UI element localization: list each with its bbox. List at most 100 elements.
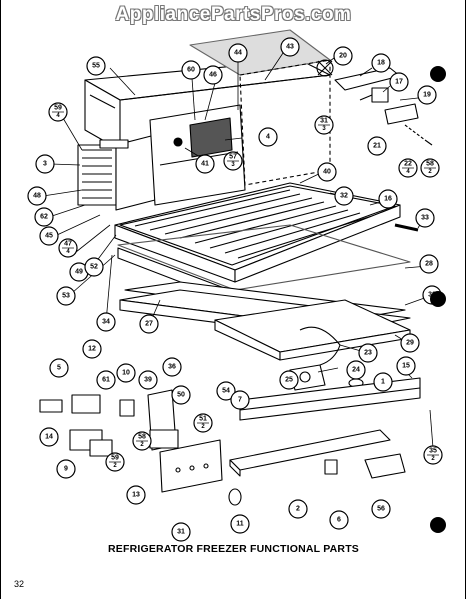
svg-text:34: 34	[102, 319, 110, 326]
svg-text:15: 15	[402, 363, 410, 370]
svg-text:31: 31	[320, 118, 328, 125]
svg-text:49: 49	[75, 269, 83, 276]
callout-61: 61	[96, 370, 116, 390]
callout-31: 31	[171, 522, 191, 542]
callout-27: 27	[139, 314, 159, 334]
callout-51-2: 512	[193, 413, 213, 433]
svg-text:62: 62	[40, 214, 48, 221]
callout-59-4: 594	[48, 102, 68, 122]
binder-hole-middle	[430, 291, 446, 307]
svg-text:1: 1	[381, 379, 385, 386]
svg-text:29: 29	[406, 340, 414, 347]
callout-17: 17	[389, 72, 409, 92]
svg-text:3: 3	[322, 126, 326, 132]
binder-hole-top	[430, 66, 446, 82]
svg-text:58: 58	[426, 161, 434, 168]
bottom-channel	[229, 429, 391, 477]
callout-12: 12	[82, 339, 102, 359]
freezer-grille	[114, 182, 401, 283]
binder-hole-bottom	[430, 517, 446, 533]
svg-text:46: 46	[209, 72, 217, 79]
svg-text:53: 53	[62, 293, 70, 300]
callout-3: 3	[35, 154, 55, 174]
callout-19: 19	[417, 85, 437, 105]
svg-text:3: 3	[231, 162, 235, 168]
svg-text:59: 59	[54, 105, 62, 112]
svg-text:25: 25	[285, 377, 293, 384]
bracket-56	[364, 453, 406, 479]
svg-text:19: 19	[423, 92, 431, 99]
svg-text:5: 5	[57, 365, 61, 372]
callout-5: 5	[49, 358, 69, 378]
svg-text:32: 32	[340, 193, 348, 200]
svg-text:28: 28	[425, 261, 433, 268]
callout-44: 44	[228, 43, 248, 63]
callout-14: 14	[39, 427, 59, 447]
callout-50: 50	[171, 385, 191, 405]
callout-9: 9	[56, 459, 76, 479]
svg-text:33: 33	[421, 215, 429, 222]
callout-23: 23	[358, 343, 378, 363]
callout-56: 56	[371, 499, 391, 519]
svg-text:9: 9	[64, 466, 68, 473]
svg-text:56: 56	[377, 506, 385, 513]
callout-35-2: 352	[423, 445, 443, 465]
page-number: 32	[14, 579, 25, 589]
callout-6: 6	[329, 510, 349, 530]
callout-58-2-bottom: 582	[132, 431, 152, 451]
callout-13: 13	[126, 485, 146, 505]
svg-text:4: 4	[56, 113, 60, 119]
svg-text:27: 27	[145, 321, 153, 328]
svg-text:59: 59	[111, 455, 119, 462]
callout-4: 4	[258, 127, 278, 147]
callout-18: 18	[371, 53, 391, 73]
callout-33: 33	[415, 208, 435, 228]
callout-25: 25	[279, 370, 299, 390]
svg-text:4: 4	[66, 249, 70, 255]
callout-62: 62	[34, 207, 54, 227]
watermark: AppliancePartsPros.com	[115, 4, 352, 25]
callout-52: 52	[84, 257, 104, 277]
callout-55: 55	[86, 56, 106, 76]
svg-text:2: 2	[296, 506, 300, 513]
svg-text:45: 45	[45, 233, 53, 240]
svg-text:31: 31	[177, 529, 185, 536]
callout-2: 2	[288, 499, 308, 519]
callout-31-3: 313	[314, 115, 334, 135]
diagram-caption: REFRIGERATOR FREEZER FUNCTIONAL PARTS	[107, 543, 360, 555]
svg-text:48: 48	[33, 193, 41, 200]
svg-text:50: 50	[177, 392, 185, 399]
svg-text:11: 11	[236, 521, 244, 528]
svg-text:7: 7	[238, 397, 242, 404]
svg-text:10: 10	[122, 370, 130, 377]
svg-text:55: 55	[92, 63, 100, 70]
callout-28: 28	[419, 254, 439, 274]
rail-33	[394, 223, 419, 232]
callout-22-4: 224	[398, 158, 418, 178]
callout-53: 53	[56, 286, 76, 306]
svg-text:20: 20	[339, 53, 347, 60]
svg-text:35: 35	[429, 448, 437, 455]
svg-text:41: 41	[201, 161, 209, 168]
callout-46: 46	[203, 65, 223, 85]
svg-text:4: 4	[266, 134, 270, 141]
callout-15: 15	[396, 356, 416, 376]
svg-text:13: 13	[132, 492, 140, 499]
callout-39: 39	[138, 370, 158, 390]
svg-text:2: 2	[428, 169, 432, 175]
svg-text:54: 54	[222, 388, 230, 395]
callout-36: 36	[162, 357, 182, 377]
svg-text:61: 61	[102, 377, 110, 384]
callout-20: 20	[333, 46, 353, 66]
callout-11: 11	[230, 514, 250, 534]
svg-text:43: 43	[286, 44, 294, 51]
electrical-components	[39, 389, 242, 506]
callout-21: 21	[367, 136, 387, 156]
callout-45: 45	[39, 226, 59, 246]
svg-text:3: 3	[43, 161, 47, 168]
svg-text:51: 51	[199, 416, 207, 423]
svg-text:60: 60	[187, 67, 195, 74]
svg-text:47: 47	[64, 241, 72, 248]
callout-40: 40	[317, 162, 337, 182]
